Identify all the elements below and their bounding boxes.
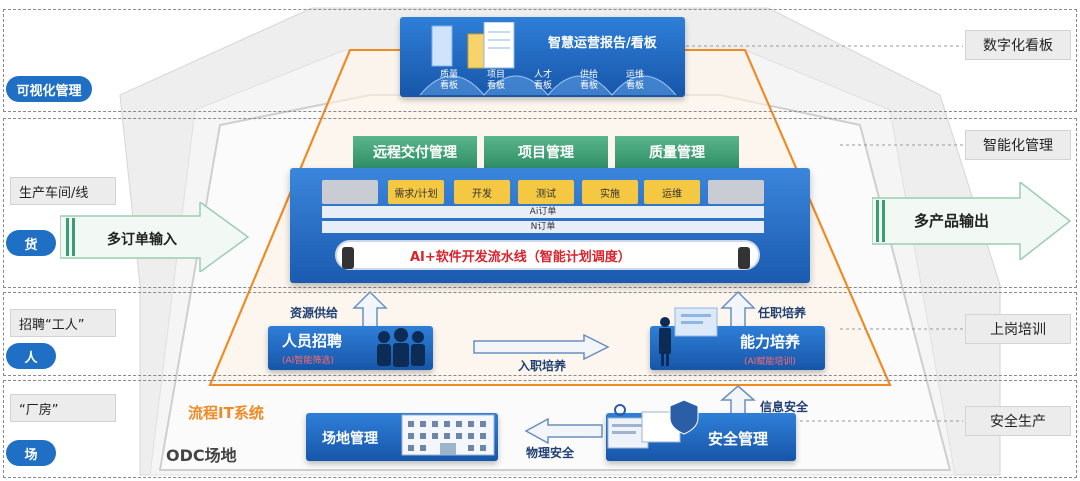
- pipeline-conveyor: [335, 240, 760, 270]
- recruit-workers-label: 招聘“工人”: [10, 309, 116, 337]
- dashboard-title: 智慧运营报告/看板: [548, 36, 657, 51]
- recruit-subtitle: (AI智能筛选): [282, 356, 334, 366]
- physical-security-label: 物理安全: [526, 446, 575, 460]
- report-documents-icon: [431, 22, 515, 69]
- appoint-training-label: 任职培养: [758, 306, 807, 320]
- row-visual-boundary: [3, 9, 1077, 112]
- conveyor-roller-right: [738, 247, 750, 269]
- site-mgmt-title: 场地管理: [322, 431, 378, 447]
- multi-order-input-label: 多订单输入: [107, 232, 177, 248]
- tab-project-mgmt: 项目管理: [484, 136, 608, 168]
- input-arrow: [60, 202, 250, 272]
- stage-placeholder-right-1: [708, 180, 764, 204]
- stage-operations: 运维: [644, 180, 700, 204]
- digital-board-label: 数字化看板: [965, 30, 1071, 60]
- resource-supply-label: 资源供给: [290, 306, 339, 320]
- output-arrow: [872, 182, 1072, 260]
- n-order-lane: N订单: [322, 221, 764, 233]
- building-icon: [401, 414, 495, 456]
- appoint-training-arrow: [720, 290, 756, 329]
- info-security-label: 信息安全: [760, 400, 809, 414]
- board-talent: 人才 看板: [534, 70, 553, 91]
- workshop-label: 生产车间/线: [10, 177, 116, 205]
- stage-development: 开发: [454, 180, 510, 204]
- smart-mgmt-label: 智能化管理: [965, 130, 1071, 160]
- people-bubble: 人: [6, 343, 56, 369]
- board-quality: 质量 看板: [440, 70, 459, 91]
- safe-production-label: 安全生产: [965, 406, 1071, 436]
- stage-requirements: 需求/计划: [388, 180, 444, 204]
- ability-title: 能力培养: [740, 333, 801, 351]
- onboarding-training-label: 上岗培训: [965, 314, 1071, 344]
- trainer-screen-icon: [659, 307, 718, 366]
- physical-security-arrow: [524, 418, 603, 444]
- row-site-boundary: [3, 380, 1077, 478]
- process-it-label: 流程IT系统: [188, 404, 264, 422]
- resource-supply-arrow: [352, 290, 388, 329]
- board-project: 项目 看板: [487, 70, 506, 91]
- ability-subtitle: (AI赋能培训): [744, 357, 796, 367]
- goods-bubble: 货: [6, 230, 56, 256]
- board-supply: 供给 看板: [580, 70, 599, 91]
- row-goods-boundary: [3, 118, 1077, 288]
- board-waves: [419, 75, 677, 96]
- conveyor-roller-left: [342, 247, 354, 269]
- people-group-icon: [377, 328, 425, 367]
- onboard-training-arrow: [473, 334, 610, 360]
- multi-product-output-label: 多产品输出: [914, 212, 990, 230]
- recruit-title: 人员招聘: [282, 332, 343, 350]
- security-mgmt-title: 安全管理: [708, 430, 769, 448]
- stage-implementation: 实施: [582, 180, 638, 204]
- factory-label: “厂房”: [10, 394, 116, 422]
- stage-testing: 测试: [518, 180, 574, 204]
- board-ops: 运维 看板: [626, 70, 645, 91]
- ai-order-lane: Ai订单: [322, 206, 764, 218]
- pipeline-title: AI+软件开发流水线（智能计划调度）: [410, 250, 631, 265]
- stage-placeholder-left-1: [322, 180, 378, 204]
- security-shield-icon: [607, 399, 699, 449]
- odc-site-label: ODC场地: [166, 446, 237, 465]
- row-people-boundary: [3, 292, 1077, 376]
- onboard-training-label: 入职培养: [518, 359, 567, 373]
- tab-quality-mgmt: 质量管理: [615, 136, 739, 168]
- visual-mgmt-bubble: 可视化管理: [6, 76, 92, 102]
- tab-remote-delivery: 远程交付管理: [353, 136, 477, 168]
- site-bubble: 场: [6, 440, 56, 466]
